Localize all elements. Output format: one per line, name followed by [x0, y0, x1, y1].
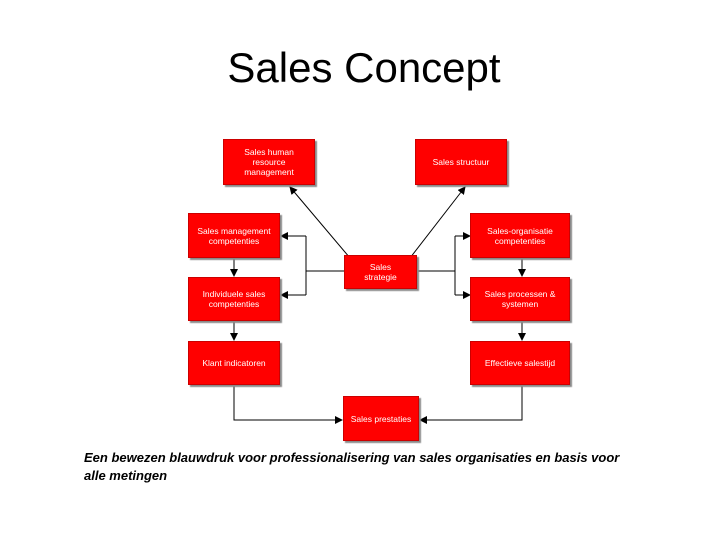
arrow-to-sales-structuur: [409, 186, 466, 259]
node-effectieve-salestijd: Effectieve salestijd: [470, 341, 570, 385]
connector-salestijd-to-prestaties: [419, 385, 523, 424]
node-klant-indicatoren: Klant indicatoren: [188, 341, 280, 385]
node-sales-organisatie-competenties: Sales-organisatie competenties: [470, 213, 570, 258]
slide-caption: Een bewezen blauwdruk voor professionali…: [84, 450, 620, 483]
node-sales-management-competenties: Sales management competenties: [188, 213, 280, 258]
node-sales-prestaties: Sales prestaties: [343, 396, 419, 441]
connector-klant-to-prestaties: [233, 385, 343, 424]
arrow-to-sales-hrm: [289, 186, 351, 259]
node-sales-hrm: Sales human resource management: [223, 139, 315, 185]
node-sales-strategie: Sales strategie: [344, 255, 417, 289]
slide-title: Sales Concept: [227, 44, 501, 91]
node-sales-processen-systemen: Sales processen & systemen: [470, 277, 570, 321]
node-individuele-sales-competenties: Individuele sales competenties: [188, 277, 280, 321]
node-sales-structuur: Sales structuur: [415, 139, 507, 185]
